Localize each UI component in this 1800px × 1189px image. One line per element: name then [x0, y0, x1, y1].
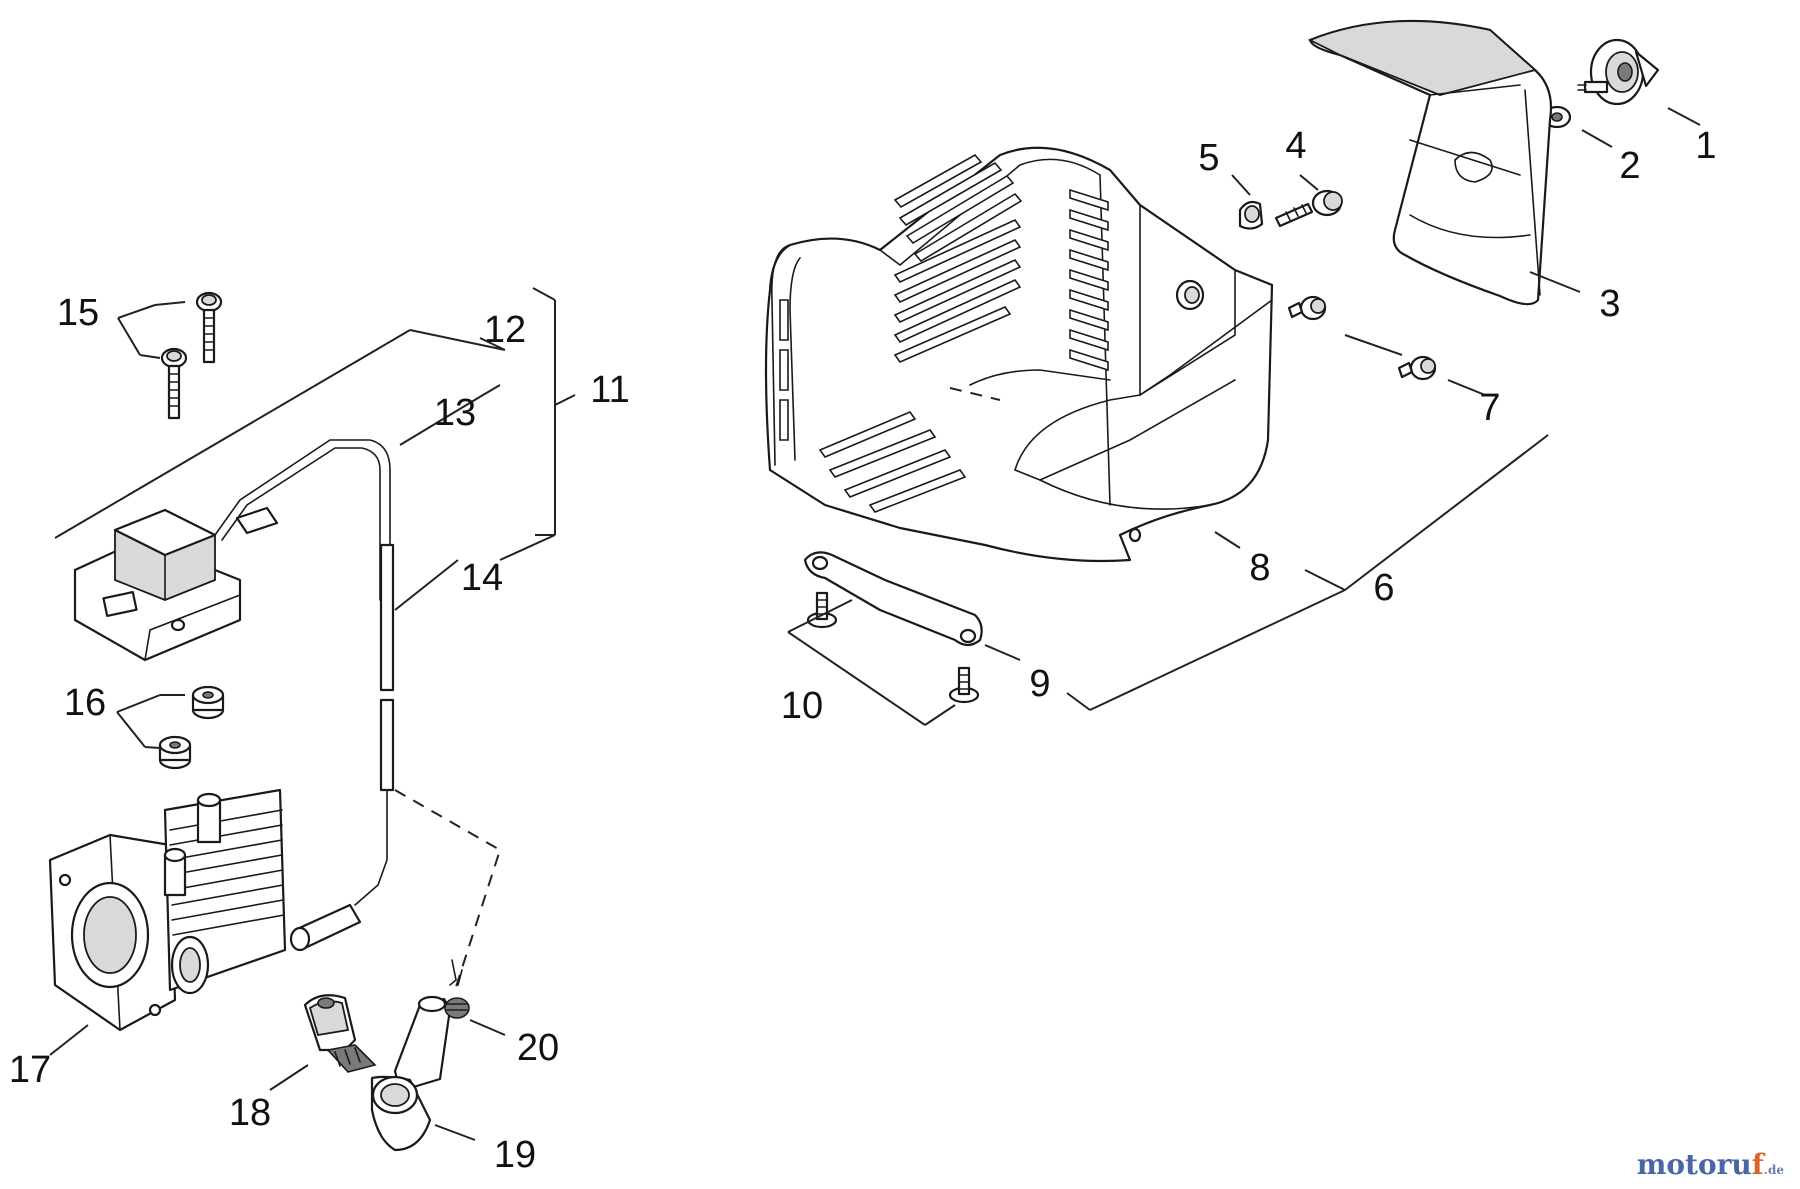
part-label-8: 8: [1249, 547, 1270, 589]
shroud-part: [764, 146, 1274, 563]
knob-part: [1577, 38, 1660, 106]
part-label-19: 19: [494, 1134, 536, 1176]
watermark-logo: motoruf.de: [1637, 1148, 1784, 1181]
part-label-7: 7: [1479, 387, 1500, 429]
part-label-5: 5: [1198, 137, 1219, 179]
ignition-coil-part: [73, 508, 242, 662]
part-label-18: 18: [229, 1092, 271, 1134]
cover-part: [1307, 19, 1553, 306]
bracket-part: [803, 551, 983, 647]
part-label-1: 1: [1695, 125, 1716, 167]
watermark-accent: f: [1751, 1148, 1764, 1181]
bolt-part-4: [1274, 189, 1343, 228]
watermark-tld: .de: [1763, 1163, 1784, 1177]
grommet-part: [1238, 200, 1264, 230]
part-label-6: 6: [1373, 567, 1394, 609]
bolt-part-15: [160, 291, 223, 420]
part-label-13: 13: [434, 392, 476, 434]
part-label-16: 16: [64, 682, 106, 724]
spark-plug-part: [303, 994, 377, 1073]
leader-lines: [49, 107, 1701, 1141]
part-label-3: 3: [1599, 283, 1620, 325]
part-label-10: 10: [781, 685, 823, 727]
watermark-main: motoru: [1636, 1148, 1752, 1181]
grille-slots: [779, 153, 1109, 513]
ht-lead-part: [214, 439, 502, 991]
part-label-4: 4: [1285, 125, 1306, 167]
part-label-20: 20: [517, 1027, 559, 1069]
part-label-17: 17: [9, 1049, 51, 1091]
bolt-part-7: [1287, 295, 1437, 381]
part-label-15: 15: [57, 292, 99, 334]
spacer-part-16: [158, 685, 225, 770]
part-label-14: 14: [461, 557, 503, 599]
plug-cap-part: [370, 995, 452, 1152]
spring-clip-part: [444, 959, 470, 1019]
part-label-11: 11: [590, 369, 629, 411]
part-number-labels: 1 2 3 4 5 6 7 8 9 10 11 12 13 14 15 16 1…: [9, 125, 1717, 1176]
part-label-12: 12: [484, 309, 526, 351]
part-label-2: 2: [1619, 145, 1640, 187]
cylinder-part: [48, 788, 287, 1032]
part-label-9: 9: [1029, 663, 1050, 705]
